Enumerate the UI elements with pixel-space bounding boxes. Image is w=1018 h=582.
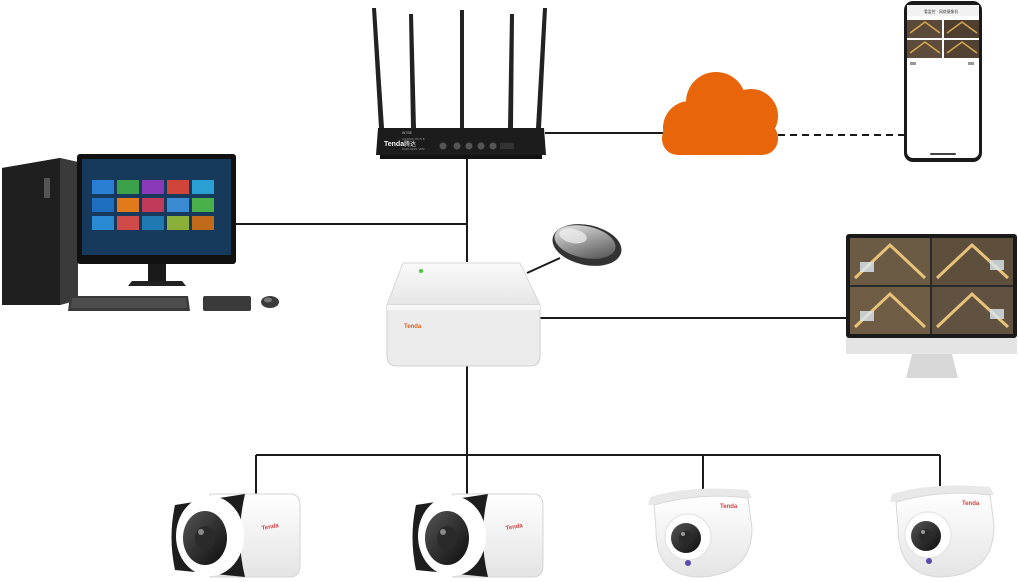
router-brand-cn: 腾达 [404,140,416,148]
router-ports [439,142,514,150]
smartphone-icon: 看监控 · 网络摄像机 [904,1,982,162]
camera-3-brand: Tenda [720,504,738,510]
router-spec-2: Multi-WAN VPN [402,147,424,151]
desktop-computer-icon [2,154,279,311]
router-brand: Tenda [384,141,404,148]
monitor-icon [846,234,1017,378]
link-nvr-mouse [526,257,561,274]
cloud-icon [662,72,778,155]
network-video-recorder-icon: Tenda [386,262,541,367]
connection-lines [236,132,941,497]
monitor-camera-grid [850,238,1013,334]
bullet-camera-icon: Tenda [171,493,301,578]
bullet-camera-icon: Tenda [412,493,544,578]
camera-2-brand: Tenda [505,523,524,532]
dome-camera-icon: Tenda [890,485,995,578]
pc-screen-tiles [92,180,214,230]
camera-1-brand: Tenda [261,523,280,532]
camera-4-brand: Tenda [962,501,980,507]
nvr-brand: Tenda [404,324,422,330]
router-model: W30E [402,131,412,135]
dome-camera-icon: Tenda [648,488,753,578]
router-spec-1: AX3000 Wi-Fi 6 [402,137,425,141]
phone-camera-grid [907,20,979,58]
usb-mouse-icon [552,224,622,266]
phone-header-text: 看监控 · 网络摄像机 [924,9,958,14]
wifi-router-icon: Tenda 腾达 W30E AX3000 Wi-Fi 6 Multi-WAN V… [372,8,547,159]
